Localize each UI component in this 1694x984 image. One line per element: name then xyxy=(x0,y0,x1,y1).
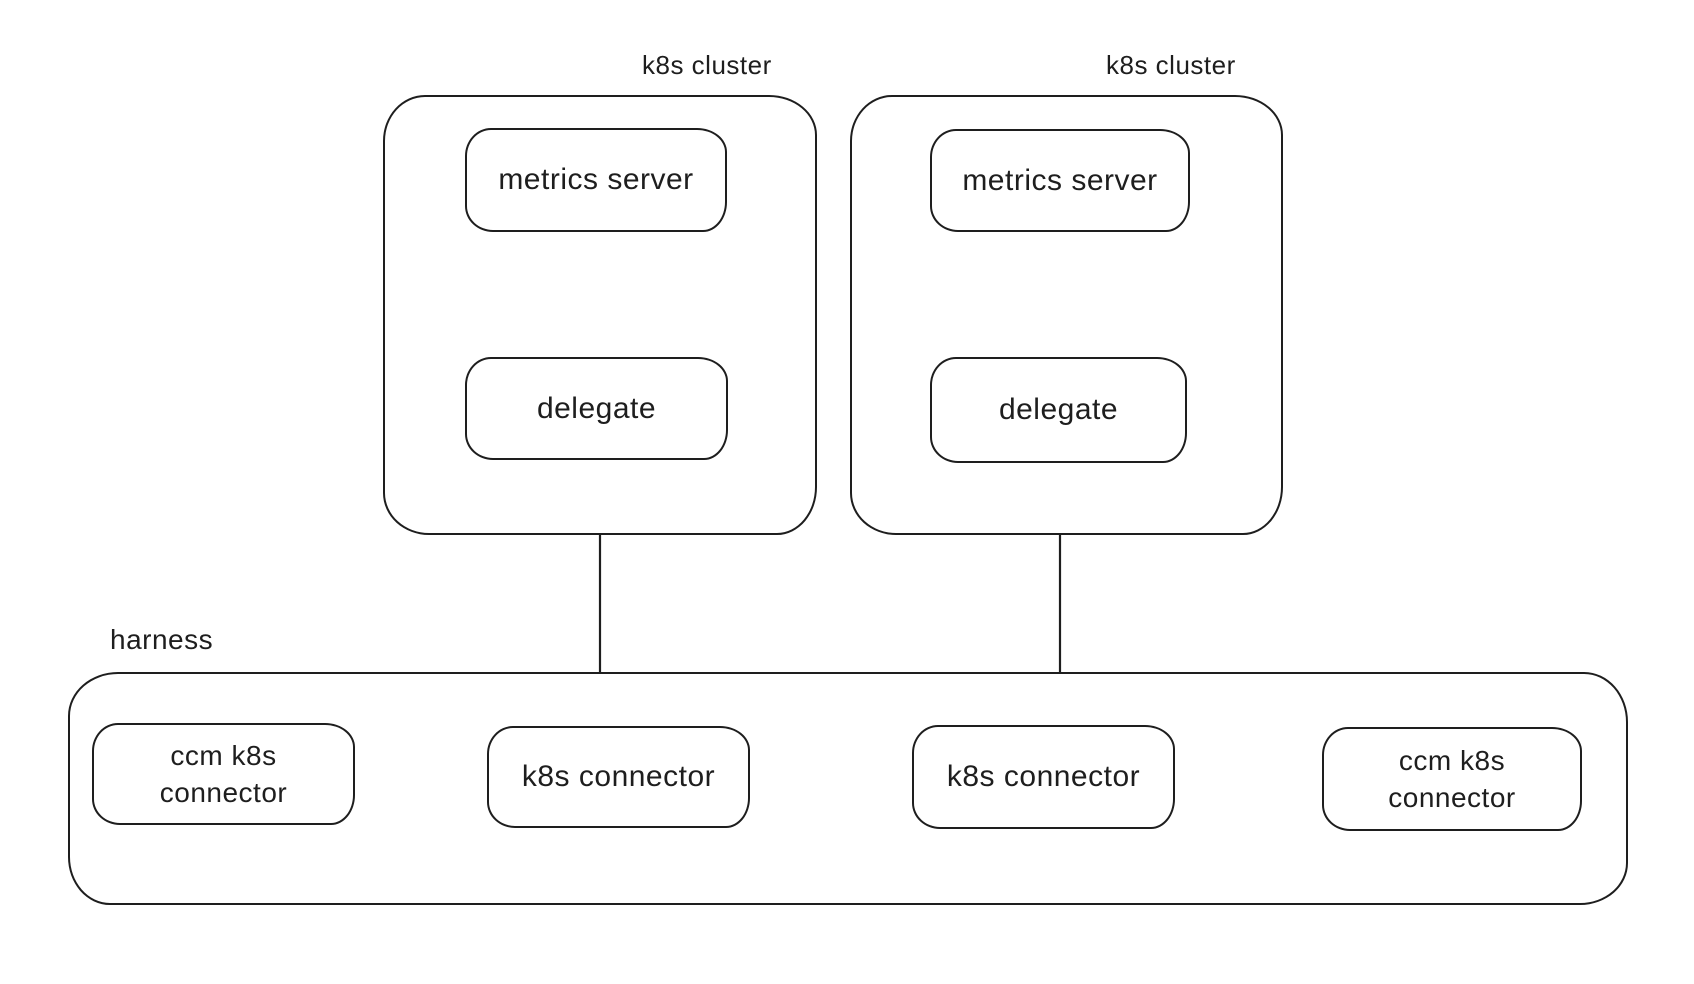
k8s-connector-node-left: k8s connector xyxy=(487,726,750,828)
ccm-k8s-connector-node-right: ccm k8s connector xyxy=(1322,727,1582,831)
metrics-server-node-right: metrics server xyxy=(930,129,1190,232)
k8s-cluster-label-left: k8s cluster xyxy=(642,50,772,80)
harness-label: harness xyxy=(110,624,214,655)
k8s-cluster-label-right: k8s cluster xyxy=(1106,50,1236,80)
k8s-connector-node-right: k8s connector xyxy=(912,725,1175,829)
metrics-server-node-left: metrics server xyxy=(465,128,727,232)
delegate-node-right: delegate xyxy=(930,357,1187,463)
delegate-node-left: delegate xyxy=(465,357,728,460)
ccm-k8s-connector-node-left: ccm k8s connector xyxy=(92,723,355,825)
